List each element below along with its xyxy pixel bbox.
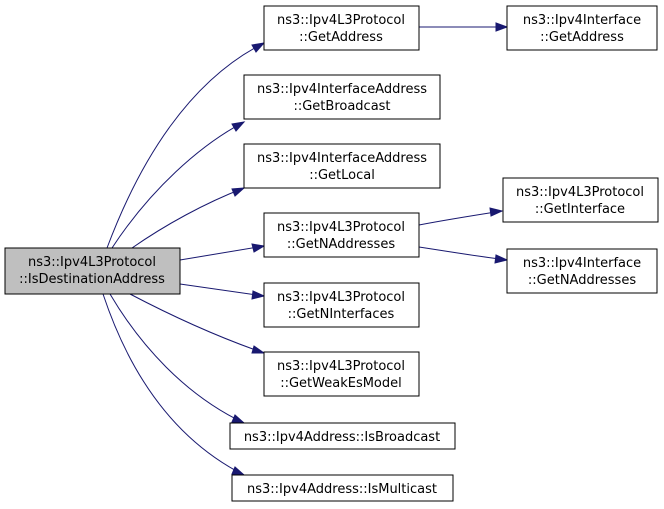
node-if-getaddress[interactable]: ns3::Ipv4Interface ::GetAddress xyxy=(506,5,658,51)
node-l3-getweakesmodel[interactable]: ns3::Ipv4L3Protocol ::GetWeakEsModel xyxy=(263,351,420,397)
node-label-line2: ::IsDestinationAddress xyxy=(19,272,165,287)
edge-root-to-l3-getaddress xyxy=(106,42,266,249)
node-label-line1: ns3::Ipv4L3Protocol xyxy=(516,185,644,200)
edge-root-to-l3-getnaddresses xyxy=(179,243,266,261)
edge-root-to-l3-getninterfaces xyxy=(179,283,266,300)
node-label-line1: ns3::Ipv4Interface xyxy=(523,256,641,271)
node-label-line2: ::GetBroadcast xyxy=(293,99,390,114)
node-label-line1: ns3::Ipv4L3Protocol xyxy=(277,220,405,235)
node-label-line2: ::GetAddress xyxy=(540,30,624,45)
node-label-line2: ::GetAddress xyxy=(299,30,383,45)
node-label-line2: ::GetNAddresses xyxy=(287,237,395,252)
edge-root-to-addr-ismulticast xyxy=(102,293,246,476)
node-label-line1: ns3::Ipv4L3Protocol xyxy=(28,255,156,270)
node-ifa-getlocal[interactable]: ns3::Ipv4InterfaceAddress ::GetLocal xyxy=(243,143,441,189)
node-if-getnaddresses[interactable]: ns3::Ipv4Interface ::GetNAddresses xyxy=(506,248,658,294)
node-label-line1: ns3::Ipv4L3Protocol xyxy=(277,290,405,305)
node-label-line1: ns3::Ipv4Interface xyxy=(523,13,641,28)
edge-root-to-l3-getweakesmodel xyxy=(129,293,266,354)
node-label-line2: ::GetNAddresses xyxy=(528,273,636,288)
node-l3-getinterface[interactable]: ns3::Ipv4L3Protocol ::GetInterface xyxy=(502,177,659,223)
edge-l3-getnaddresses-to-if-getnaddresses xyxy=(418,246,509,264)
node-addr-ismulticast[interactable]: ns3::Ipv4Address::IsMulticast xyxy=(231,474,454,502)
node-label-line2: ::GetLocal xyxy=(309,168,375,183)
node-addr-isbroadcast[interactable]: ns3::Ipv4Address::IsBroadcast xyxy=(229,422,456,450)
node-l3-getaddress[interactable]: ns3::Ipv4L3Protocol ::GetAddress xyxy=(263,5,420,51)
node-label-line1: ns3::Ipv4L3Protocol xyxy=(277,359,405,374)
edge-l3-getaddress-to-if-getaddress xyxy=(419,22,509,32)
node-label-line1: ns3::Ipv4InterfaceAddress xyxy=(257,151,427,166)
node-label-line1: ns3::Ipv4Address::IsMulticast xyxy=(247,482,437,497)
node-label-line1: ns3::Ipv4Address::IsBroadcast xyxy=(244,430,440,445)
edge-root-to-ifa-getlocal xyxy=(131,187,246,249)
node-label-line2: ::GetNInterfaces xyxy=(288,307,395,322)
node-ifa-getbroadcast[interactable]: ns3::Ipv4InterfaceAddress ::GetBroadcast xyxy=(243,74,441,120)
node-l3-getninterfaces[interactable]: ns3::Ipv4L3Protocol ::GetNInterfaces xyxy=(263,282,420,328)
edge-root-to-ifa-getbroadcast xyxy=(111,121,246,249)
node-label-line2: ::GetInterface xyxy=(535,202,625,217)
node-l3-getnaddresses[interactable]: ns3::Ipv4L3Protocol ::GetNAddresses xyxy=(263,212,420,258)
node-label-line1: ns3::Ipv4L3Protocol xyxy=(277,13,405,28)
node-root-isdestinationaddress[interactable]: ns3::Ipv4L3Protocol ::IsDestinationAddre… xyxy=(4,247,181,295)
node-label-line2: ::GetWeakEsModel xyxy=(280,376,402,391)
edge-l3-getnaddresses-to-l3-getinterface xyxy=(418,207,504,226)
node-label-line1: ns3::Ipv4InterfaceAddress xyxy=(257,82,427,97)
